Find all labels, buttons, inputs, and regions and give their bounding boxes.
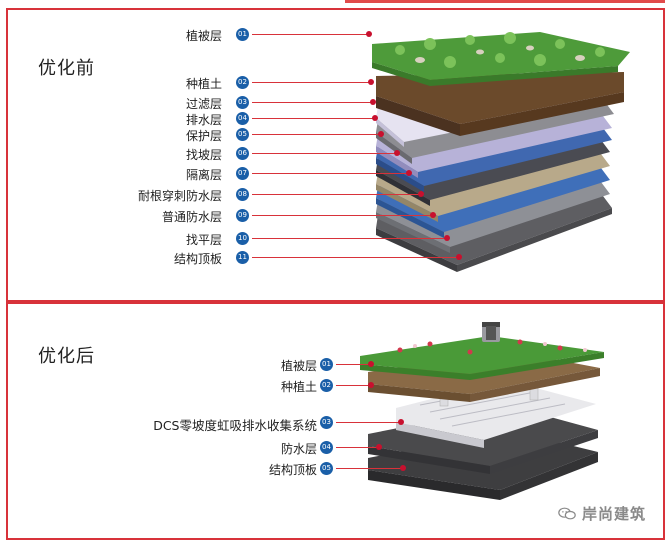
before-badge-11: 11 [236,251,249,264]
before-dot-02 [368,79,374,85]
after-dot-03 [398,419,404,425]
before-dot-04 [372,115,378,121]
before-leader-01 [252,34,368,35]
after-label-01: 植被层 [280,359,317,373]
before-leader-09 [252,215,432,216]
before-label-11: 结构顶板 [173,252,222,266]
before-leader-08 [252,194,420,195]
before-label-02: 种植土 [185,77,222,91]
after-leader-04 [336,447,378,448]
after-label-02: 种植土 [280,380,317,394]
before-badge-10: 10 [236,232,249,245]
before-dot-08 [418,191,424,197]
after-dot-01 [368,361,374,367]
wechat-icon [558,507,576,520]
after-dot-04 [376,444,382,450]
before-dot-11 [456,254,462,260]
before-label-09: 普通防水层 [161,210,222,224]
before-badge-04: 04 [236,112,249,125]
before-badge-08: 08 [236,188,249,201]
before-badge-01: 01 [236,28,249,41]
before-badge-03: 03 [236,96,249,109]
after-badge-05: 05 [320,462,333,475]
after-label-04: 防水层 [280,442,317,456]
after-stack [360,322,604,500]
after-label-03: DCS零坡度虹吸排水收集系统 [153,418,317,433]
before-leader-04 [252,118,374,119]
after-dot-02 [368,382,374,388]
before-leader-06 [252,153,396,154]
after-dot-05 [400,465,406,471]
before-dot-03 [370,99,376,105]
before-dot-01 [366,31,372,37]
before-leader-03 [252,102,372,103]
panel-title-after: 优化后 [38,346,95,367]
after-badge-02: 02 [320,379,333,392]
after-leader-05 [336,468,402,469]
before-dot-05 [378,131,384,137]
watermark-text: 岸尚建筑 [582,505,647,523]
before-leader-02 [252,82,370,83]
before-label-01: 植被层 [185,29,222,43]
after-leader-02 [336,385,370,386]
before-leader-07 [252,173,408,174]
before-label-05: 保护层 [185,129,222,143]
after-badge-03: 03 [320,416,333,429]
before-label-04: 排水层 [185,113,222,127]
before-dot-10 [444,235,450,241]
before-label-03: 过滤层 [185,97,222,111]
before-badge-06: 06 [236,147,249,160]
after-badge-04: 04 [320,441,333,454]
before-badge-07: 07 [236,167,249,180]
before-label-08: 耐根穿刺防水层 [137,189,222,203]
before-label-10: 找平层 [185,233,222,247]
top-accent-line [345,0,665,3]
before-leader-05 [252,134,380,135]
after-leader-01 [336,364,370,365]
before-leader-10 [252,238,446,239]
before-label-07: 隔离层 [185,168,222,182]
before-dot-06 [394,150,400,156]
panel-title-before: 优化前 [38,58,95,79]
after-leader-03 [336,422,400,423]
before-stack [372,32,630,272]
before-label-06: 找坡层 [185,148,222,162]
before-badge-02: 02 [236,76,249,89]
before-leader-11 [252,257,458,258]
before-dot-07 [406,170,412,176]
before-dot-09 [430,212,436,218]
before-badge-05: 05 [236,128,249,141]
before-badge-09: 09 [236,209,249,222]
after-badge-01: 01 [320,358,333,371]
after-label-05: 结构顶板 [268,463,317,477]
